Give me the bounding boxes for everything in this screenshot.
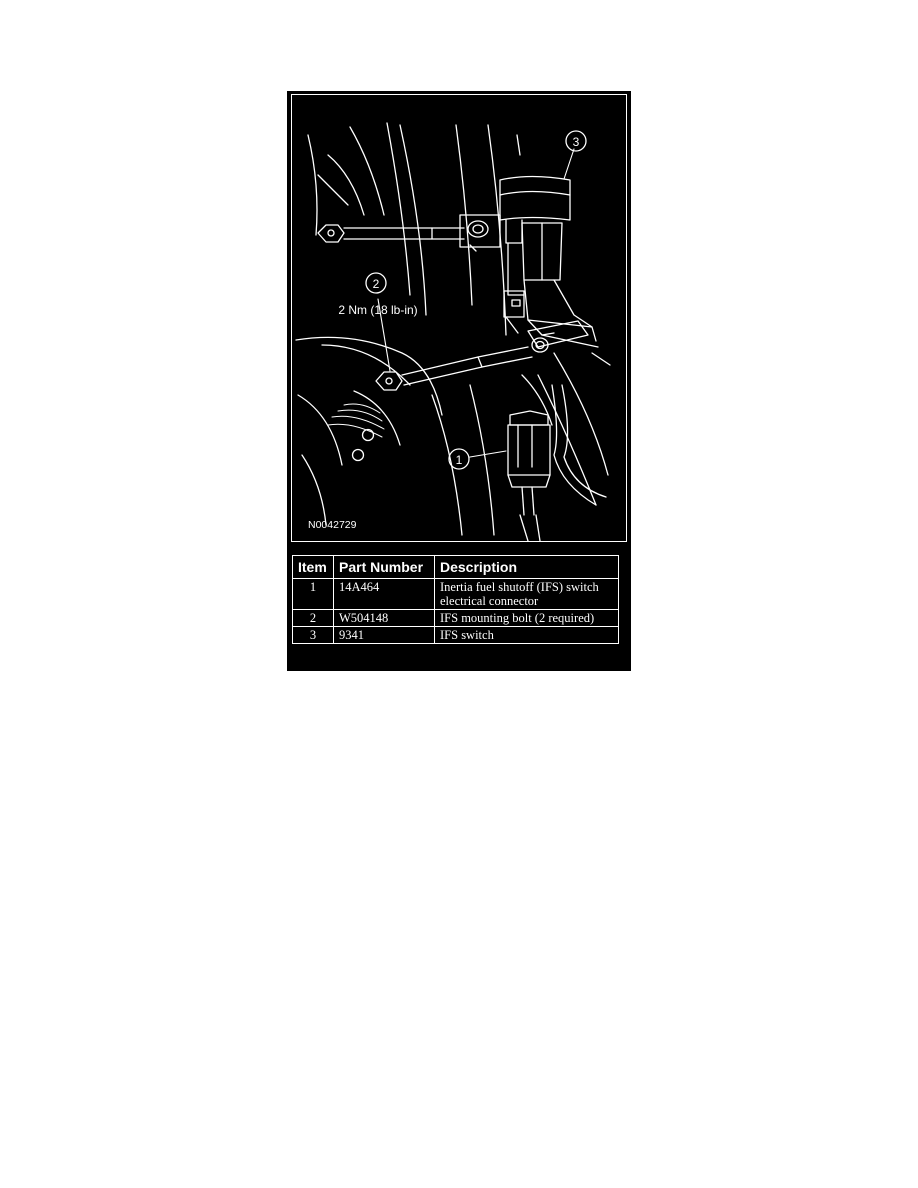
callout-2-label: 2: [373, 277, 380, 291]
panel-hole: [361, 428, 375, 442]
panel-hole: [351, 448, 365, 462]
header-item: Item: [292, 555, 334, 579]
table-row: 3 9341 IFS switch: [292, 626, 619, 644]
cell-part-number: W504148: [333, 609, 435, 627]
callout-3-label: 3: [573, 135, 580, 149]
lower-left-hatching: [327, 403, 385, 438]
lower-mounting-bolt: [375, 320, 589, 391]
cell-part-number: 9341: [333, 626, 435, 644]
cell-item: 1: [292, 578, 334, 610]
line-drawing: 3 2 1 2 Nm (18 lb-in) N0042729: [295, 122, 611, 541]
table-row: 1 14A464 Inertia fuel shutoff (IFS) swit…: [292, 578, 619, 610]
torque-specification: 2 Nm (18 lb-in): [338, 303, 417, 317]
cell-description: Inertia fuel shutoff (IFS) switch electr…: [434, 578, 619, 610]
callout-2-circle: [365, 272, 387, 294]
header-part-number: Part Number: [333, 555, 435, 579]
cell-item: 2: [292, 609, 334, 627]
cell-description: IFS mounting bolt (2 required): [434, 609, 619, 627]
ifs-switch-drawing: [499, 175, 599, 348]
body-panel-contours: [295, 122, 611, 536]
cell-item: 3: [292, 626, 334, 644]
header-description: Description: [434, 555, 619, 579]
cell-description: IFS switch: [434, 626, 619, 644]
ifs-switch-illustration: 3 2 1 2 Nm (18 lb-in) N0042729: [291, 94, 627, 542]
table-header-row: Item Part Number Description: [292, 555, 619, 579]
electrical-connector-drawing: [507, 384, 607, 541]
upper-mounting-bolt: [317, 214, 501, 252]
table-row: 2 W504148 IFS mounting bolt (2 required): [292, 609, 619, 627]
service-figure: 3 2 1 2 Nm (18 lb-in) N0042729 Item Part…: [287, 91, 631, 671]
callout-leaders: [377, 148, 575, 458]
callout-1-label: 1: [456, 453, 463, 467]
cell-part-number: 14A464: [333, 578, 435, 610]
drawing-id: N0042729: [308, 519, 357, 531]
callout-1-circle: [448, 448, 470, 470]
callout-3-circle: [565, 130, 587, 152]
parts-table: Item Part Number Description 1 14A464 In…: [292, 555, 619, 644]
